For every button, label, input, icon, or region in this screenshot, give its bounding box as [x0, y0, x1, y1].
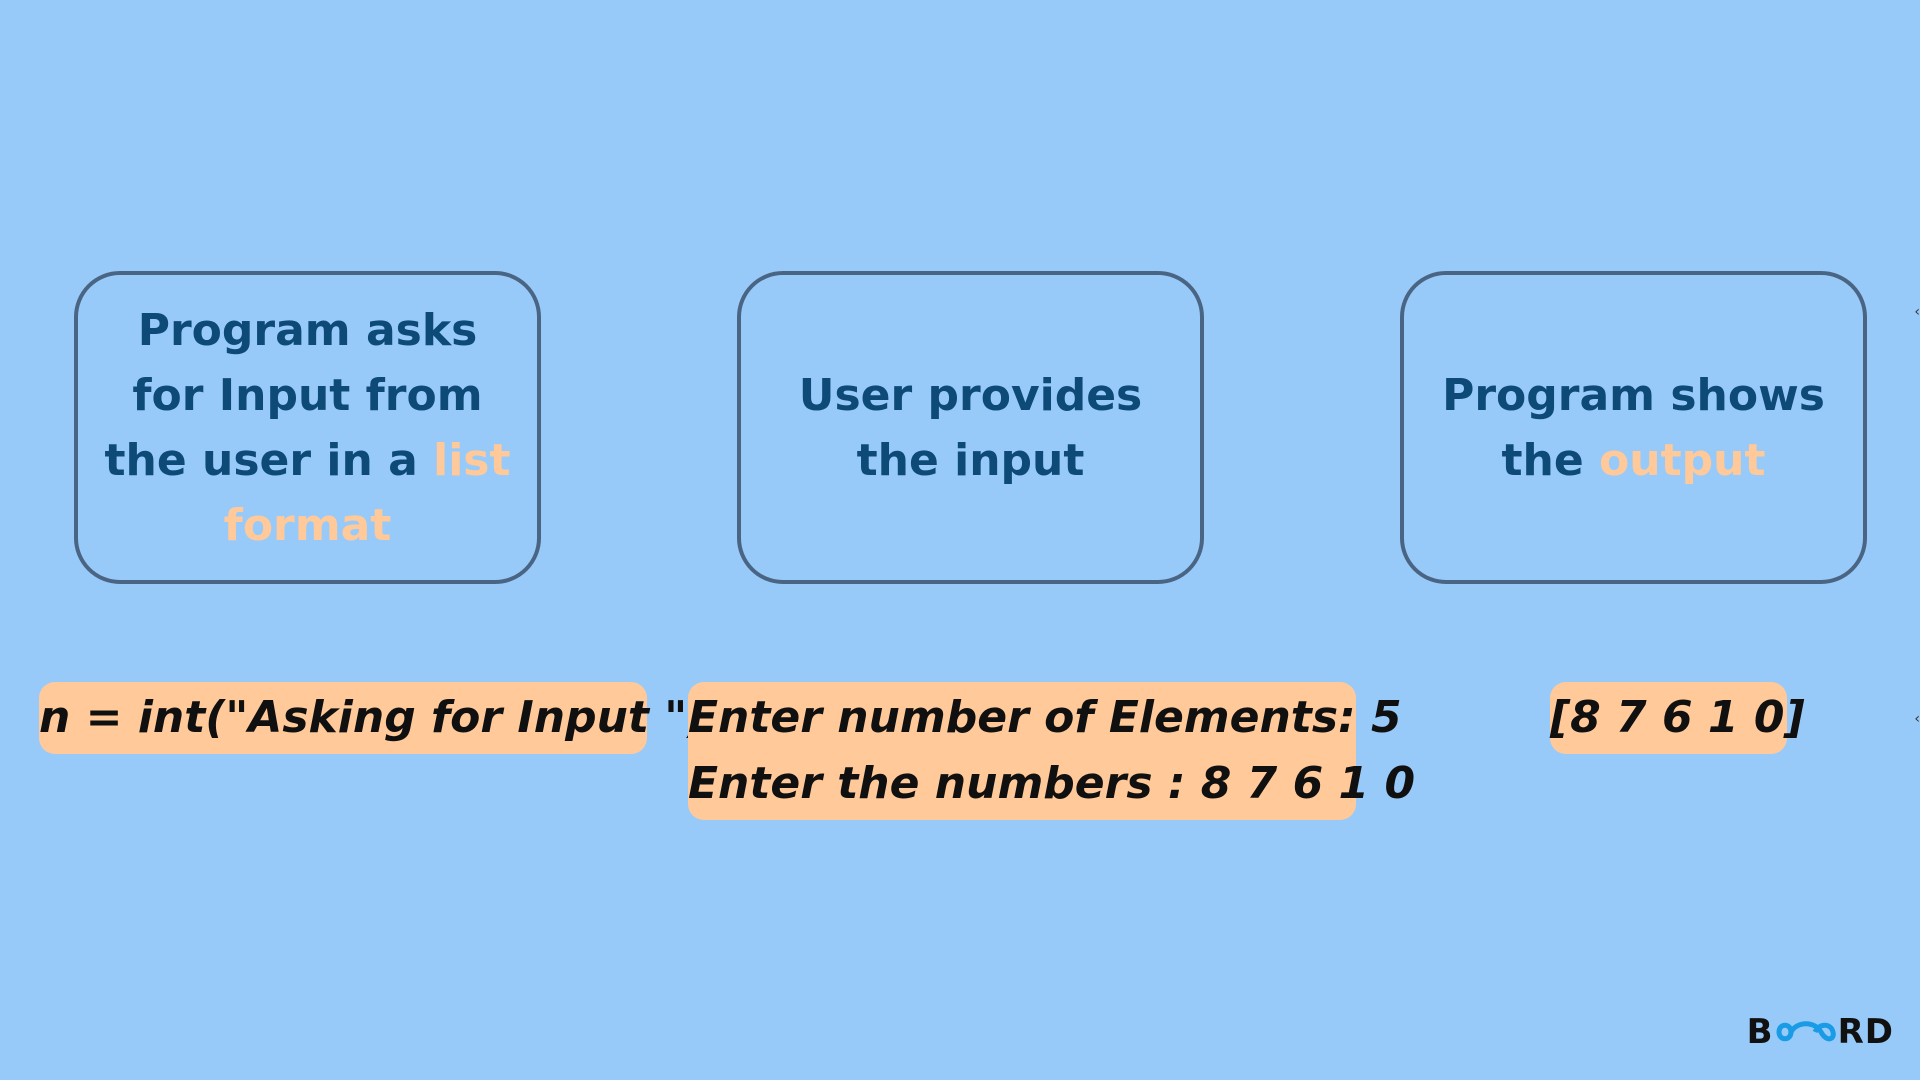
step-text-main: Program asks for Input from the user in …: [104, 304, 483, 486]
step-box-ask-input: Program asks for Input from the user in …: [74, 271, 541, 584]
code-tag-user-entry: Enter number of Elements: 5 Enter the nu…: [688, 682, 1416, 820]
brand-suffix: RD: [1837, 1012, 1894, 1052]
step-text: User provides the input: [761, 363, 1180, 493]
code-tag-input-call: n = int("Asking for Input "): [39, 682, 708, 754]
code-line: n = int("Asking for Input "): [39, 692, 708, 743]
infinity-loop-icon: [1776, 1021, 1836, 1042]
step-text: Program shows the output: [1424, 363, 1843, 493]
brand-logo: B RD: [1747, 1012, 1894, 1052]
step-text-highlight: output: [1599, 434, 1766, 486]
step-text-highlight: list format: [223, 434, 511, 551]
step-text-main: Program shows the: [1442, 369, 1825, 486]
code-line: Enter the numbers : 8 7 6 1 0: [688, 758, 1416, 809]
step-box-user-input: User provides the input: [737, 271, 1204, 584]
arrow-left-icon: ‹: [1914, 304, 1920, 320]
code-line: Enter number of Elements: 5: [688, 692, 1402, 743]
code-tag-output: [8 7 6 1 0]: [1550, 682, 1805, 754]
arrow-left-icon: ‹: [1914, 711, 1920, 727]
code-line: [8 7 6 1 0]: [1550, 692, 1805, 743]
step-text: Program asks for Input from the user in …: [98, 298, 517, 558]
step-box-show-output: Program shows the output: [1400, 271, 1867, 584]
brand-prefix: B: [1746, 1012, 1774, 1052]
step-text-main: User provides the input: [798, 369, 1143, 486]
